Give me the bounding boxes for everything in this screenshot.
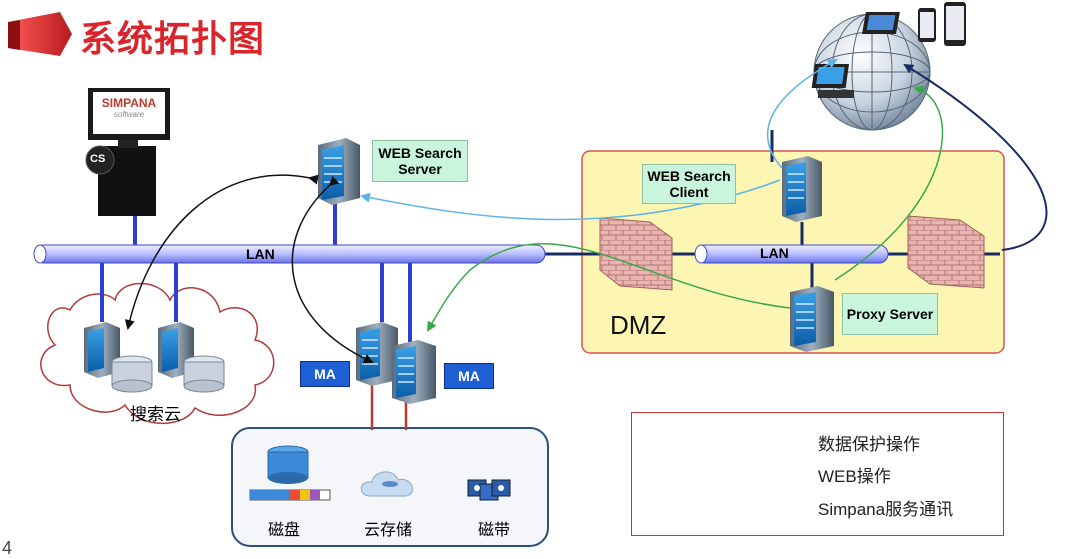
internet-globe-icon [811, 12, 931, 131]
ma-left-label: MA [300, 361, 350, 387]
cloud-db-2-icon [183, 355, 225, 393]
legend-item-data-protection: 数据保护操作 [818, 435, 920, 454]
web-search-server-icon [318, 138, 360, 205]
ma-server-right-icon [392, 340, 436, 404]
title-icon [8, 12, 72, 56]
dmz-label: DMZ [610, 310, 667, 340]
web-search-server-label: WEB Search Server [372, 140, 468, 182]
simpana-logo: SIMPANA software [96, 96, 162, 119]
mobile-phone-icon [918, 2, 966, 46]
internet-link [903, 63, 1048, 251]
ma-right-label: MA [444, 363, 494, 389]
lan-bus-dmz [694, 244, 889, 264]
tape-label: 磁带 [478, 522, 511, 539]
simpana-comm-arrows [124, 174, 374, 364]
ma-server-left-icon [356, 322, 398, 386]
firewall-right [907, 215, 985, 289]
legend-item-web-op: WEB操作 [818, 467, 891, 486]
lan-main-label: LAN [246, 246, 275, 262]
page-number: 4 [2, 538, 13, 558]
data-protection-arrows [426, 85, 944, 332]
lan-dmz-label: LAN [760, 245, 789, 261]
lan-bus-main [33, 244, 546, 264]
storage-links [370, 382, 408, 430]
legend-item-simpana-comm: Simpana服务通讯 [818, 500, 954, 519]
legend [631, 412, 1004, 536]
simpana-logo-sub: software [113, 110, 145, 119]
cloud-db-1-icon [111, 355, 153, 393]
proxy-server-label: Proxy Server [842, 293, 938, 335]
cloud-storage-label: 云存储 [364, 522, 413, 539]
simpana-logo-text: SIMPANA [101, 96, 157, 110]
cloud-storage-icon [360, 471, 413, 497]
search-cloud-label: 搜索云 [130, 405, 181, 424]
tape-icon [467, 479, 511, 501]
web-search-client-icon [782, 156, 822, 222]
cs-label: CS [90, 153, 106, 165]
page-title: 系统拓扑图 [80, 19, 266, 60]
disk-icon [249, 445, 331, 501]
disk-label: 磁盘 [268, 522, 301, 539]
cloud-server-1-icon [84, 322, 120, 378]
proxy-server-icon [790, 286, 834, 352]
web-search-client-label: WEB Search Client [642, 164, 736, 204]
